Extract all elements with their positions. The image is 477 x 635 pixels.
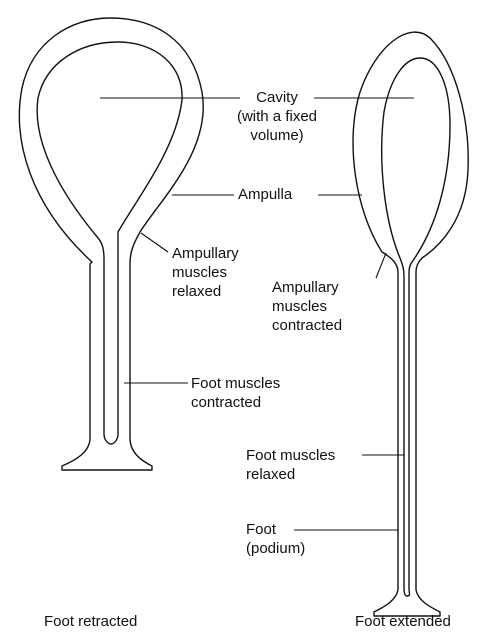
foot-contracted-line-1: Foot muscles — [191, 374, 280, 393]
foot-relaxed-line-1: Foot muscles — [246, 446, 335, 465]
extended-foot-outer-wall — [353, 32, 468, 616]
cavity-label-line-2: (with a fixed — [217, 107, 337, 126]
ampullary-relaxed-line-3: relaxed — [172, 282, 239, 301]
caption-foot-extended-text: Foot extended — [355, 613, 451, 630]
ampulla-label-text: Ampulla — [238, 186, 292, 203]
foot-relaxed-line-2: relaxed — [246, 465, 335, 484]
ampullary-relaxed-line-2: muscles — [172, 263, 239, 282]
foot-podium-label: Foot (podium) — [246, 520, 305, 558]
ampullary-muscles-contracted-label: Ampullary muscles contracted — [272, 278, 342, 335]
caption-foot-extended: Foot extended — [355, 612, 451, 631]
ampullary-relaxed-leader — [141, 233, 168, 252]
foot-contracted-line-2: contracted — [191, 393, 280, 412]
ampullary-contracted-line-1: Ampullary — [272, 278, 342, 297]
ampullary-muscles-relaxed-label: Ampullary muscles relaxed — [172, 244, 239, 301]
ampullary-contracted-line-3: contracted — [272, 316, 342, 335]
ampulla-label: Ampulla — [238, 185, 292, 204]
cavity-label: Cavity (with a fixed volume) — [217, 88, 337, 145]
ampullary-contracted-leader — [376, 253, 386, 278]
cavity-label-line-3: volume) — [217, 126, 337, 145]
retracted-foot-inner-wall — [37, 42, 182, 444]
caption-foot-retracted: Foot retracted — [44, 612, 137, 631]
ampullary-contracted-line-2: muscles — [272, 297, 342, 316]
foot-muscles-contracted-label: Foot muscles contracted — [191, 374, 280, 412]
ampullary-relaxed-line-1: Ampullary — [172, 244, 239, 263]
foot-label-line-2: (podium) — [246, 539, 305, 558]
caption-foot-retracted-text: Foot retracted — [44, 613, 137, 630]
cavity-label-line-1: Cavity — [217, 88, 337, 107]
foot-muscles-relaxed-label: Foot muscles relaxed — [246, 446, 335, 484]
foot-label-line-1: Foot — [246, 520, 305, 539]
